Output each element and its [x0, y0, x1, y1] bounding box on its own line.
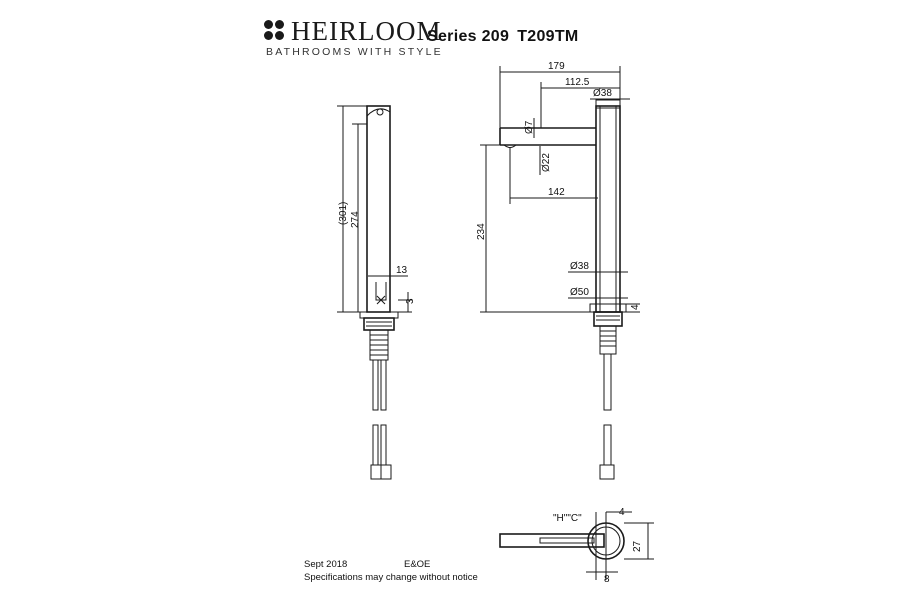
side-view: (301) 274 13 3	[337, 105, 416, 480]
footer-eoe: E&OE	[404, 559, 431, 570]
side-hose-fitting-left	[370, 464, 382, 480]
model-number: T209TM	[517, 28, 579, 45]
logo-dots-icon	[264, 20, 286, 42]
side-aerator-mark	[376, 295, 386, 305]
side-thread-lines	[370, 334, 388, 356]
side-hose-right	[380, 359, 387, 411]
dim-handle-dia: Ø7	[524, 120, 535, 134]
brand-tagline: BATHROOMS WITH STYLE	[266, 46, 443, 58]
top-spout	[499, 533, 605, 548]
dim-width: 179	[548, 61, 565, 72]
side-lock-nut	[363, 317, 395, 331]
front-shank	[599, 325, 617, 355]
brand-logo: HEIRLOOM BATHROOMS WITH STYLE	[264, 16, 441, 60]
dim-top-dia: Ø38	[593, 88, 612, 99]
front-lock-nut	[593, 311, 623, 327]
footer: Sept 2018 E&OE Specifications may change …	[304, 558, 478, 584]
dim-base-thickness: 3	[405, 298, 416, 304]
dim-base-dia: Ø50	[570, 287, 589, 298]
front-nut-lines	[596, 315, 620, 321]
side-hose-right-lower	[380, 424, 387, 466]
footer-notice: Specifications may change without notice	[304, 572, 478, 583]
front-view: 179 112.5 Ø38 Ø7 Ø22 142 234 Ø38 Ø50 4	[476, 61, 641, 480]
dim-height: 234	[476, 223, 487, 240]
series-number: Series 209	[427, 28, 510, 45]
top-view: "H""C" 4 27 8	[499, 507, 654, 585]
front-outlet	[503, 144, 517, 148]
front-thread-lines	[600, 330, 616, 347]
side-body-outline	[366, 105, 391, 313]
side-hose-left	[372, 359, 379, 411]
side-hose-left-lower	[372, 424, 379, 466]
dim-offset: 4	[619, 507, 625, 518]
front-handle-cap	[595, 99, 621, 109]
dim-overall: (301)	[338, 202, 349, 225]
front-hose-fitting	[599, 464, 615, 480]
dim-reach: 112.5	[565, 77, 590, 88]
side-base-plate	[359, 311, 399, 319]
dim-body-height: 274	[350, 211, 361, 228]
side-hose-fitting-right	[380, 464, 392, 480]
dim-depth: 27	[632, 540, 643, 552]
dim-outlet-dia: Ø22	[541, 153, 552, 172]
front-hose	[603, 353, 612, 411]
dim-spout-reach: 142	[548, 187, 565, 198]
dim-base-height: 4	[630, 304, 641, 310]
brand-name: HEIRLOOM	[291, 16, 442, 46]
side-aerator	[375, 282, 387, 301]
series-title: Series 209 T209TM	[427, 28, 579, 46]
side-handle-hole	[376, 108, 384, 116]
front-spout	[499, 127, 596, 146]
footer-date: Sept 2018	[304, 559, 348, 570]
dim-gap: 8	[604, 574, 610, 585]
top-spout-slot	[539, 537, 595, 544]
hot-cold-label: "H""C"	[553, 513, 582, 524]
dim-hole: 13	[396, 265, 408, 276]
side-nut-lines	[366, 321, 392, 327]
front-hose-lower	[603, 424, 612, 466]
dim-body-dia: Ø38	[570, 261, 589, 272]
